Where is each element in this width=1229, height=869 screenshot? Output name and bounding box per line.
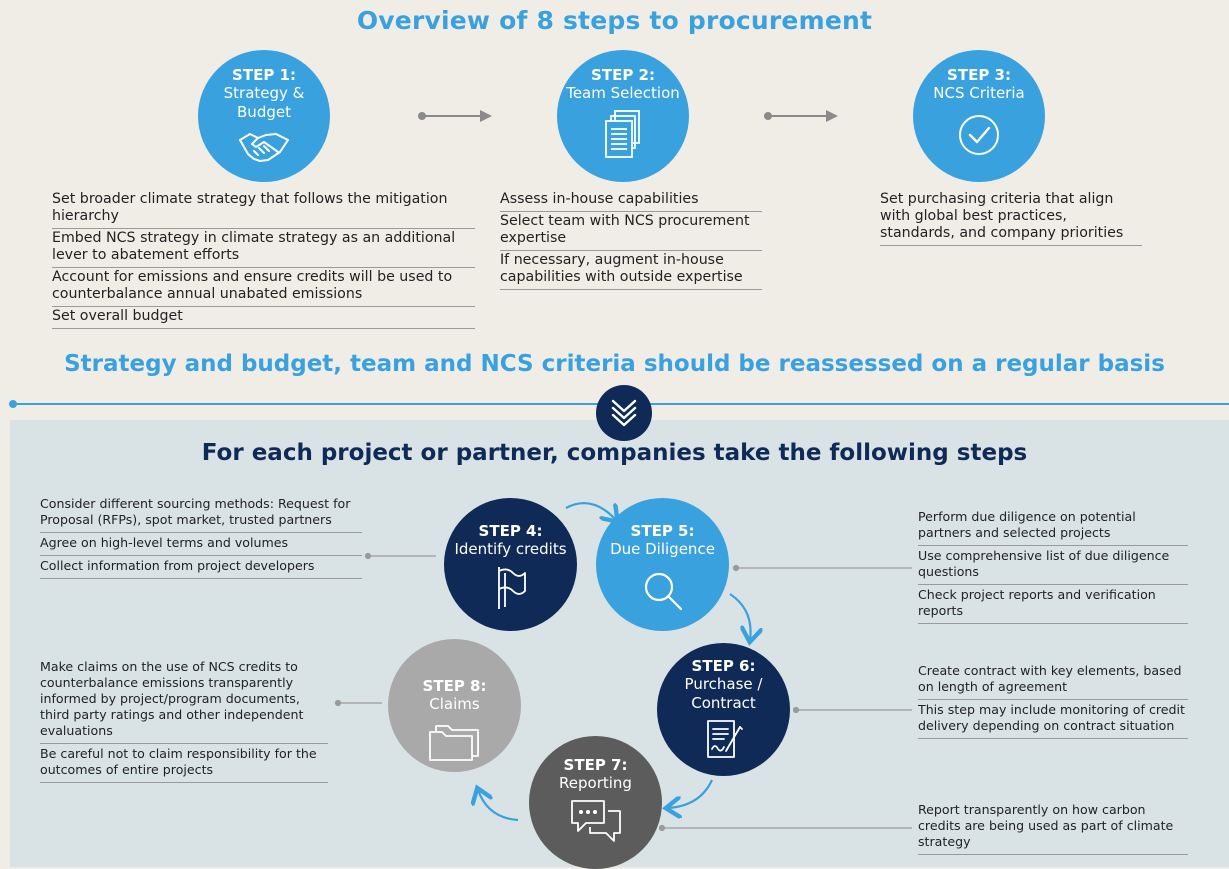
step-6-name-line2: Contract <box>691 694 756 712</box>
step-1-name-line2: Budget <box>237 103 291 121</box>
list-item: Check project reports and verification r… <box>918 585 1188 624</box>
step-5-label: STEP 5: <box>630 522 695 540</box>
chevron-down-icon <box>596 385 652 441</box>
step-7-name: Reporting <box>559 774 632 792</box>
reassess-banner: Strategy and budget, team and NCS criter… <box>64 351 1165 377</box>
step-8-list: Make claims on the use of NCS credits to… <box>40 657 328 783</box>
contract-icon <box>706 720 743 758</box>
step-2-label: STEP 2: <box>591 66 655 84</box>
list-item: Set overall budget <box>52 307 475 329</box>
chat-icon <box>570 800 621 842</box>
flag-icon <box>497 567 526 609</box>
list-item: Perform due diligence on potential partn… <box>918 507 1188 546</box>
step-8-circle: STEP 8: Claims <box>388 639 521 772</box>
step-7-list: Report transparently on how carbon credi… <box>918 800 1188 855</box>
step-4-circle: STEP 4: Identify credits <box>444 498 577 631</box>
section-subtitle: For each project or partner, companies t… <box>201 440 1028 466</box>
step-1-label: STEP 1: <box>232 66 296 84</box>
handshake-icon <box>239 133 289 162</box>
flow-arrow-1 <box>418 110 492 122</box>
list-item: Make claims on the use of NCS credits to… <box>40 657 328 744</box>
magnifier-icon <box>644 572 682 611</box>
list-item: Account for emissions and ensure credits… <box>52 268 475 307</box>
step-2-name: Team Selection <box>566 84 680 102</box>
step-3-circle: STEP 3: NCS Criteria <box>913 50 1045 182</box>
step-6-circle: STEP 6: Purchase / Contract <box>657 643 790 776</box>
list-item: Embed NCS strategy in climate strategy a… <box>52 229 475 268</box>
step-1-circle: STEP 1: Strategy & Budget <box>198 50 330 182</box>
step-6-label: STEP 6: <box>691 657 756 675</box>
list-item: This step may include monitoring of cred… <box>918 700 1188 739</box>
list-item: Select team with NCS procurement experti… <box>500 212 762 251</box>
divider-dot <box>9 400 17 408</box>
step-4-list: Consider different sourcing methods: Req… <box>40 494 362 579</box>
list-item: If necessary, augment in-house capabilit… <box>500 251 762 290</box>
list-item: Set broader climate strategy that follow… <box>52 190 475 229</box>
list-item: Be careful not to claim responsibility f… <box>40 744 328 783</box>
flow-arrow-2 <box>764 110 838 122</box>
list-item: Use comprehensive list of due diligence … <box>918 546 1188 585</box>
step-7-label: STEP 7: <box>563 756 628 774</box>
step-5-name: Due Diligence <box>610 540 715 558</box>
step-8-label: STEP 8: <box>422 677 487 695</box>
step-2-circle: STEP 2: Team Selection <box>557 50 689 182</box>
list-item: Set purchasing criteria that align with … <box>880 190 1142 246</box>
step-5-list: Perform due diligence on potential partn… <box>918 507 1188 624</box>
step-1-name-line1: Strategy & <box>223 84 305 102</box>
list-item: Collect information from project develop… <box>40 556 362 579</box>
list-item: Consider different sourcing methods: Req… <box>40 494 362 533</box>
step-6-name-line1: Purchase / <box>684 675 763 693</box>
list-item: Agree on high-level terms and volumes <box>40 533 362 556</box>
documents-icon <box>605 110 640 158</box>
step-6-list: Create contract with key elements, based… <box>918 661 1188 739</box>
step-3-label: STEP 3: <box>947 66 1011 84</box>
step-8-name: Claims <box>429 695 480 713</box>
list-item: Report transparently on how carbon credi… <box>918 800 1188 855</box>
step-5-circle: STEP 5: Due Diligence <box>596 498 729 631</box>
step-4-label: STEP 4: <box>478 522 543 540</box>
list-item: Create contract with key elements, based… <box>918 661 1188 700</box>
step-3-name: NCS Criteria <box>933 84 1025 102</box>
step-1-list: Set broader climate strategy that follow… <box>52 190 475 329</box>
step-2-list: Assess in-house capabilities Select team… <box>500 190 762 290</box>
step-7-circle: STEP 7: Reporting <box>529 736 662 869</box>
step-4-name: Identify credits <box>454 540 567 558</box>
list-item: Assess in-house capabilities <box>500 190 762 212</box>
page-title: Overview of 8 steps to procurement <box>356 6 873 35</box>
folder-icon <box>428 725 479 761</box>
step-3-list: Set purchasing criteria that align with … <box>880 190 1142 246</box>
checkmark-icon <box>959 115 999 155</box>
